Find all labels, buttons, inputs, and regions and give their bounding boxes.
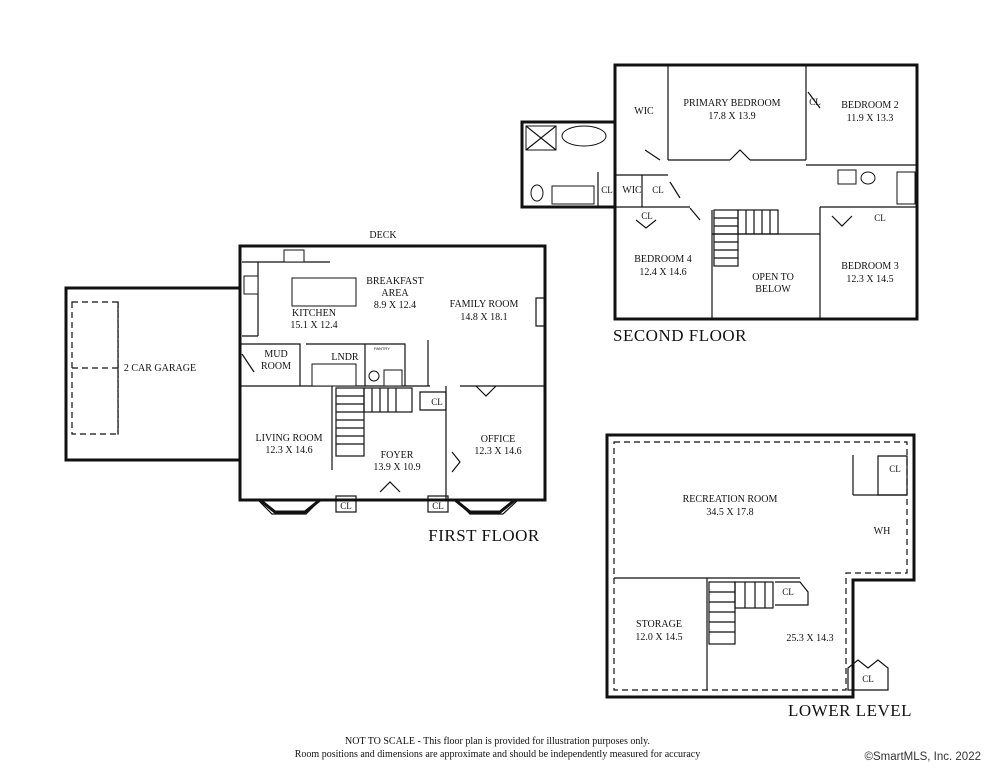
breakfast-label-1: BREAKFAST bbox=[366, 276, 424, 287]
second-floor-plan bbox=[520, 63, 919, 321]
family-room-label: FAMILY ROOM bbox=[450, 299, 519, 310]
lower-closet-top bbox=[877, 455, 908, 496]
bedroom3-label: BEDROOM 3 bbox=[841, 261, 899, 272]
garage-label: 2 CAR GARAGE bbox=[124, 363, 196, 374]
breakfast-dims: 8.9 X 12.4 bbox=[374, 300, 416, 311]
second-floor-stairs bbox=[713, 209, 779, 267]
lower-closet-bottom-label: CL bbox=[862, 674, 874, 684]
first-floor-stairs bbox=[335, 387, 413, 457]
pantry-label: PANTRY bbox=[374, 346, 390, 351]
wic-label-primary: WIC bbox=[634, 106, 654, 117]
first-floor-closet-left: CL bbox=[340, 501, 352, 511]
first-floor-plan bbox=[64, 244, 547, 515]
hall-bath-sink bbox=[837, 169, 857, 185]
kitchen-sink bbox=[283, 249, 305, 263]
water-heater-label: WH bbox=[874, 526, 891, 537]
living-room-dims: 12.3 X 14.6 bbox=[265, 445, 312, 456]
hall-bath-tub bbox=[896, 171, 916, 205]
foyer-label: FOYER bbox=[381, 450, 414, 461]
lower-closet-bottom bbox=[847, 659, 889, 691]
recreation-room-label: RECREATION ROOM bbox=[683, 494, 778, 505]
cooktop bbox=[243, 275, 259, 295]
powder-toilet bbox=[368, 370, 380, 382]
first-floor-closet-hall: CL bbox=[431, 397, 443, 407]
storage-dims: 12.0 X 14.5 bbox=[635, 632, 682, 643]
hall-bath-toilet bbox=[860, 171, 876, 185]
first-floor-doors bbox=[241, 353, 497, 493]
fireplace bbox=[535, 297, 545, 327]
first-floor-closet-right: CL bbox=[432, 501, 444, 511]
bedroom2-dims: 11.9 X 13.3 bbox=[847, 113, 894, 124]
second-floor-closet-bed3: CL bbox=[874, 213, 886, 223]
living-bay-window bbox=[257, 499, 321, 515]
lower-level-plan bbox=[605, 433, 916, 699]
family-room-dims: 14.8 X 18.1 bbox=[460, 312, 507, 323]
lower-room-dims: 25.3 X 14.3 bbox=[786, 633, 833, 644]
deck-label: DECK bbox=[369, 230, 397, 241]
breakfast-label-2: AREA bbox=[381, 288, 409, 299]
lower-closet-stair-label: CL bbox=[782, 587, 794, 597]
foyer-closet-left bbox=[335, 495, 357, 513]
kitchen-label: KITCHEN bbox=[292, 308, 336, 319]
laundry-machines bbox=[311, 363, 357, 387]
primary-toilet bbox=[530, 184, 544, 202]
first-floor-title: FIRST FLOOR bbox=[428, 526, 540, 545]
copyright-notice: ©SmartMLS, Inc. 2022 bbox=[864, 751, 982, 763]
primary-bath bbox=[520, 120, 617, 209]
open-to-below-label-2: BELOW bbox=[755, 284, 791, 295]
kitchen-island bbox=[291, 277, 357, 307]
lower-level-outline bbox=[605, 433, 916, 699]
office-bay-window bbox=[455, 499, 519, 515]
lower-level-stairs bbox=[708, 581, 774, 645]
double-vanity bbox=[551, 185, 595, 205]
living-room-label: LIVING ROOM bbox=[256, 433, 323, 444]
kitchen-dims: 15.1 X 12.4 bbox=[290, 320, 337, 331]
second-floor-closet-bed2: CL bbox=[809, 97, 821, 107]
room-labels: DECK 2 CAR GARAGE KITCHEN 15.1 X 12.4 BR… bbox=[124, 97, 912, 720]
second-floor-title: SECOND FLOOR bbox=[613, 326, 747, 345]
bedroom2-label: BEDROOM 2 bbox=[841, 100, 899, 111]
recreation-room-dims: 34.5 X 17.8 bbox=[706, 507, 753, 518]
storage-label: STORAGE bbox=[636, 619, 682, 630]
powder-sink bbox=[383, 369, 403, 387]
second-floor-doors bbox=[635, 91, 853, 229]
mud-room-label-1: MUD bbox=[264, 349, 287, 360]
second-floor-closet-bath: CL bbox=[601, 185, 613, 195]
foyer-closet-right bbox=[427, 495, 449, 513]
lower-level-title: LOWER LEVEL bbox=[788, 701, 912, 720]
open-to-below-label-1: OPEN TO bbox=[752, 272, 794, 283]
office-label: OFFICE bbox=[481, 434, 515, 445]
second-floor-closet-bed4: CL bbox=[641, 211, 653, 221]
bedroom4-label: BEDROOM 4 bbox=[634, 254, 692, 265]
primary-bedroom-label: PRIMARY BEDROOM bbox=[683, 98, 780, 109]
primary-bedroom-dims: 17.8 X 13.9 bbox=[708, 111, 755, 122]
lower-closet-top-label: CL bbox=[889, 464, 901, 474]
mud-room-label-2: ROOM bbox=[261, 361, 291, 372]
bathtub bbox=[561, 125, 607, 147]
foyer-dims: 13.9 X 10.9 bbox=[373, 462, 420, 473]
office-dims: 12.3 X 14.6 bbox=[474, 446, 521, 457]
bedroom3-dims: 12.3 X 14.5 bbox=[846, 274, 893, 285]
disclaimer-line-1: NOT TO SCALE - This floor plan is provid… bbox=[345, 736, 650, 747]
bedroom4-dims: 12.4 X 14.6 bbox=[639, 267, 686, 278]
stair-closet bbox=[775, 581, 809, 606]
lower-level-inner-line bbox=[613, 441, 908, 691]
wic-label-small: WIC bbox=[622, 185, 642, 196]
laundry-label: LNDR bbox=[331, 352, 359, 363]
disclaimer-line-2: Room positions and dimensions are approx… bbox=[294, 749, 701, 760]
second-floor-closet-wic: CL bbox=[652, 185, 664, 195]
